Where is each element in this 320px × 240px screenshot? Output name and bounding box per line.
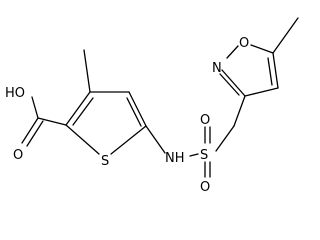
bond-c-oh — [31, 96, 39, 119]
sulfonyl-oxygen-bottom-label: O — [200, 180, 210, 193]
bond-c5-s — [110, 125, 147, 155]
thiophene-sulfur-label: S — [101, 154, 109, 169]
bond-n-o — [226, 45, 239, 59]
sulfonyl-oxygen-top-label: O — [200, 113, 210, 128]
bond-c5-c4 — [272, 52, 279, 89]
bond-c2-cooh — [37, 117, 67, 126]
bond-c5-nh — [145, 125, 166, 154]
bond-s-ch2 — [215, 125, 235, 152]
bond-c2-c3-inner — [72, 97, 94, 126]
bond-ch2-isoxazole — [233, 95, 246, 127]
bond-s-c2 — [65, 124, 100, 155]
carbonyl-oxygen-label: O — [13, 148, 23, 163]
bond-c2-c3 — [65, 91, 91, 126]
methyl-bond-isoxazole — [272, 17, 299, 54]
chemical-structure-diagram: HO O S NH S O O N O — [5, 17, 299, 193]
isoxazole-nitrogen-label: N — [212, 61, 222, 76]
isoxazole-oxygen-label: O — [239, 36, 249, 51]
thiophene-ring — [65, 91, 147, 155]
bond-c-o-double-2 — [26, 120, 44, 147]
bond-c4-c3 — [244, 87, 279, 97]
amine-label: NH — [165, 151, 185, 166]
bond-c4-c5-inner — [126, 97, 142, 127]
bond-c3-n — [221, 69, 246, 97]
hydroxyl-label: HO — [5, 86, 25, 101]
bond-c4-c5 — [128, 91, 147, 127]
isoxazole-ring — [219, 44, 279, 97]
methyl-bond-thiophene — [83, 49, 91, 93]
bond-o-c5 — [250, 44, 274, 54]
bond-c3-n-inner — [219, 73, 240, 96]
sulfonyl-sulfur-label: S — [200, 148, 208, 163]
bond-c5-c4-inner — [267, 57, 273, 86]
bond-nh-s — [189, 153, 199, 157]
carboxylic-acid-group — [21, 96, 67, 147]
bond-c-o-double-1 — [21, 117, 39, 144]
